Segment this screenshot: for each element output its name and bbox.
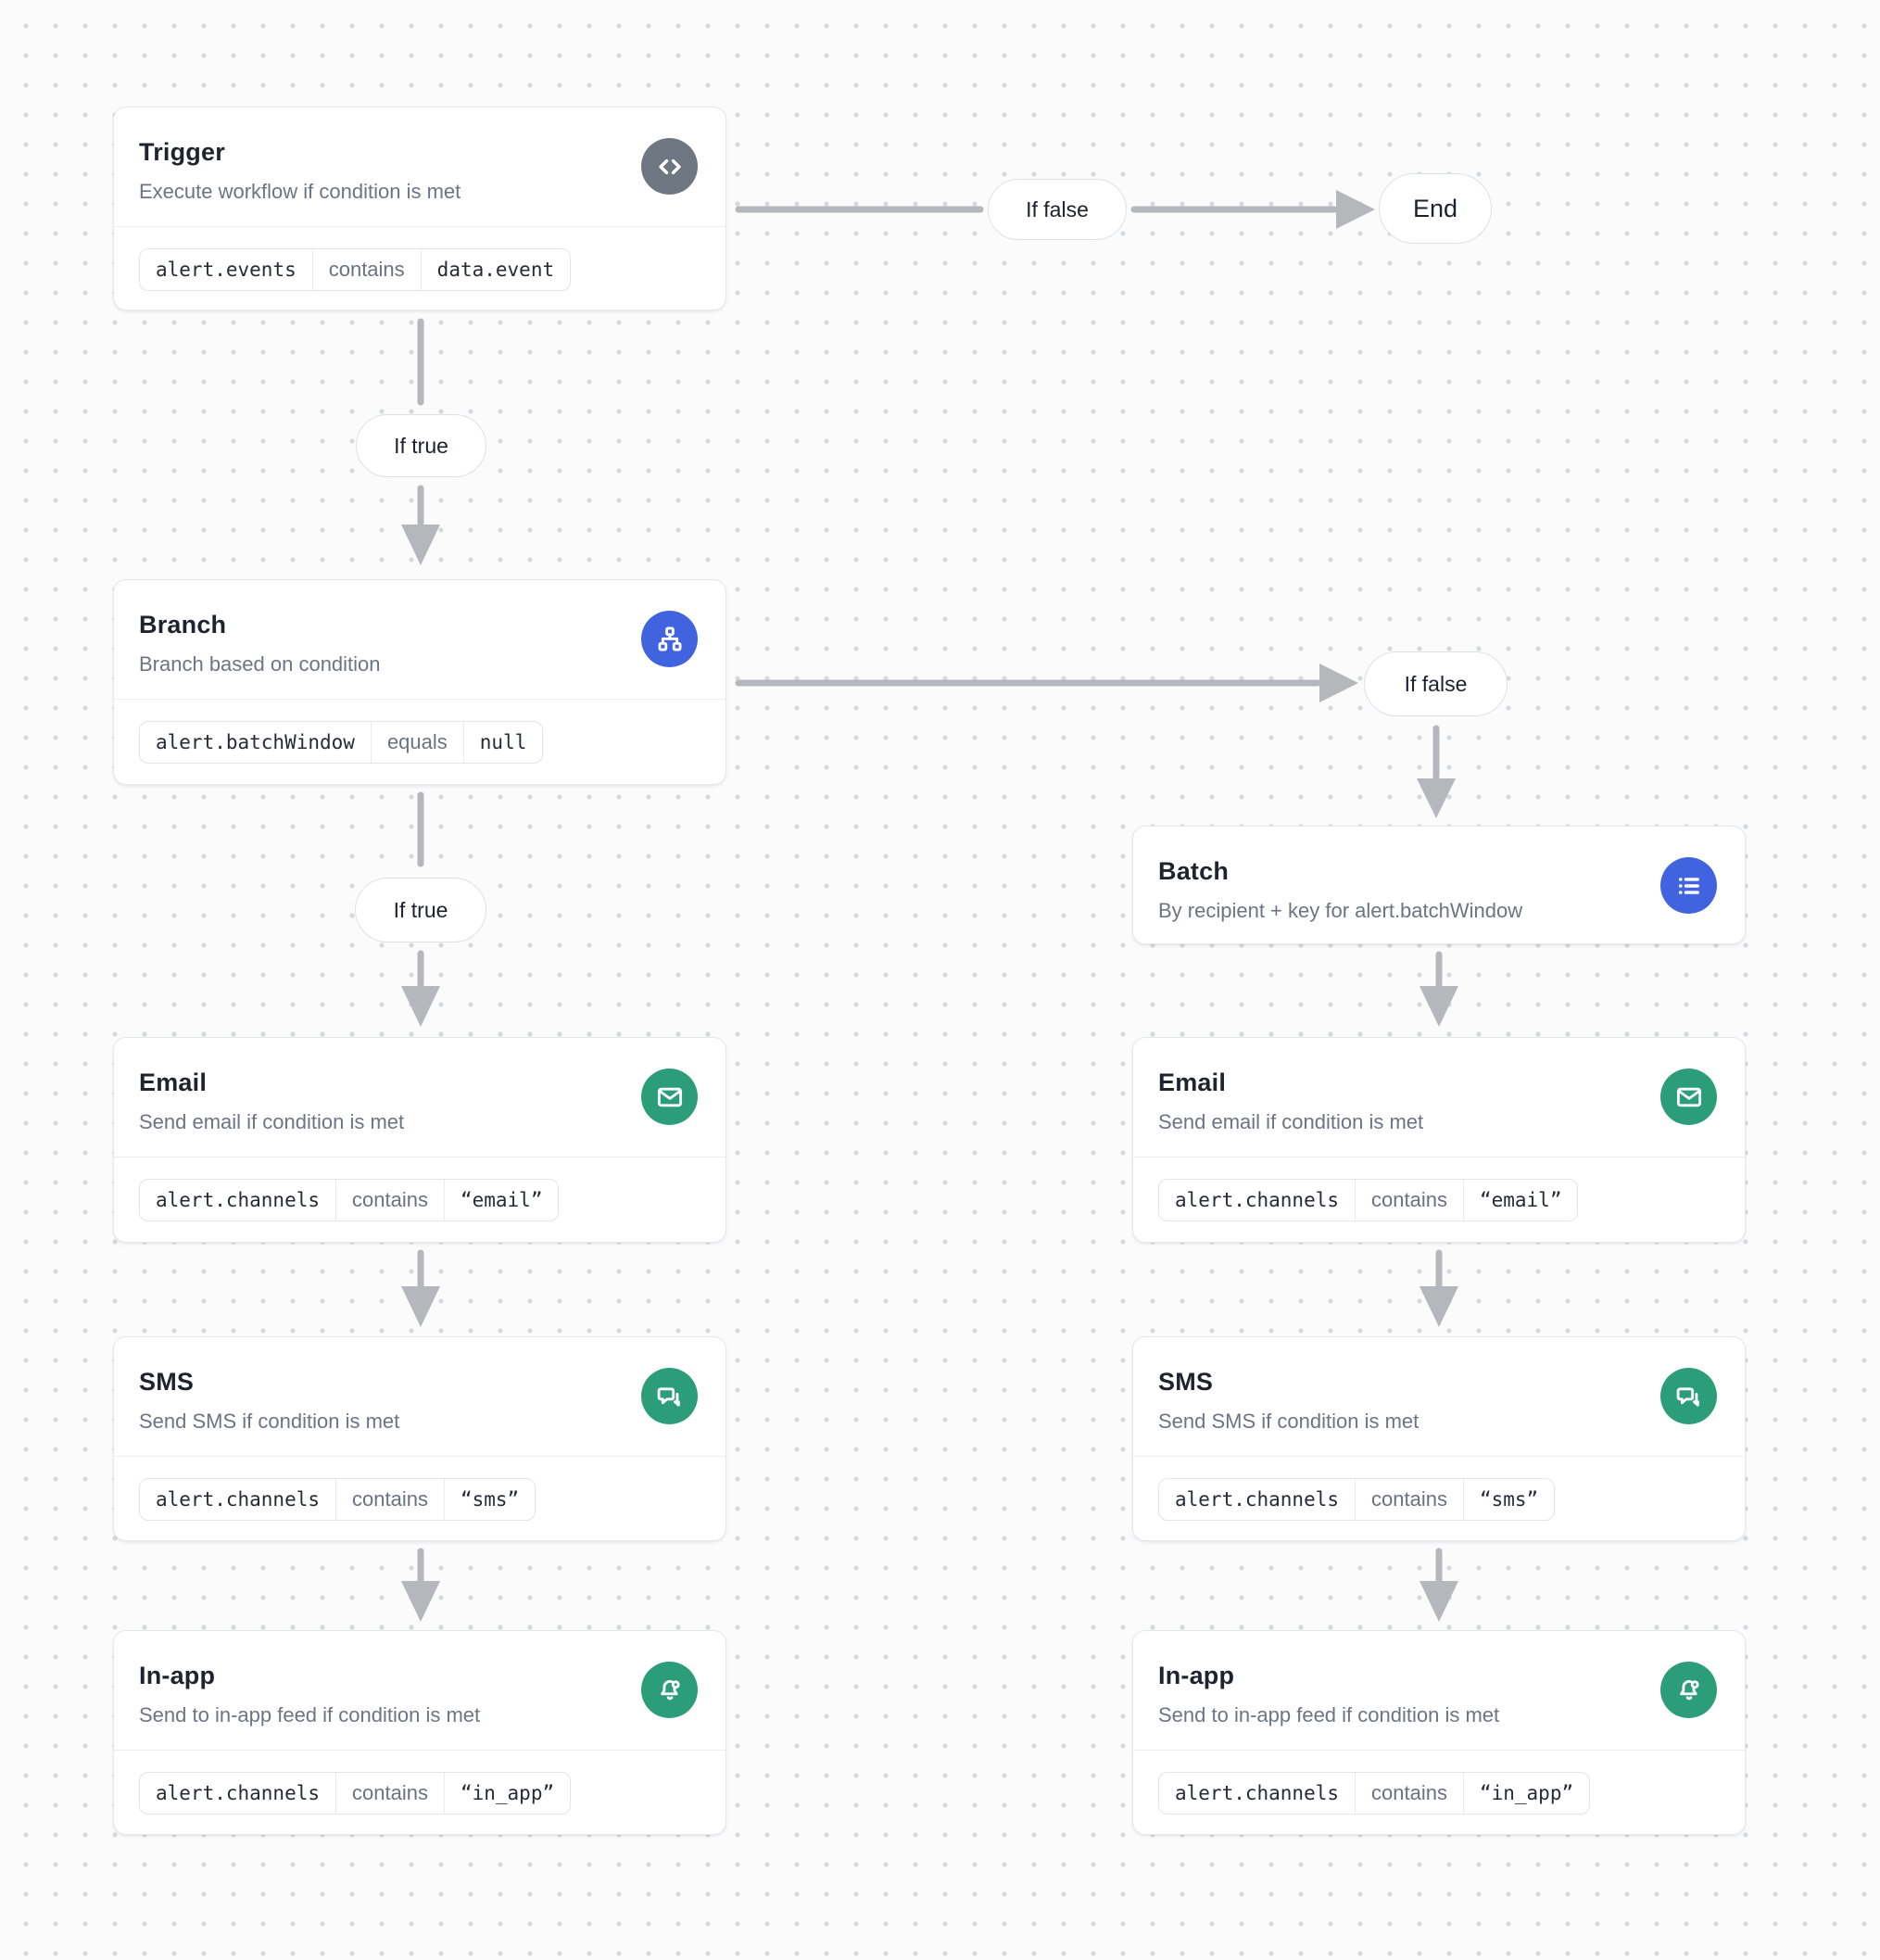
condition-field: alert.channels: [156, 1782, 321, 1804]
sms-condition-chip: alert.channels contains “sms”: [139, 1478, 536, 1521]
email-condition-chip: alert.channels contains “email”: [1158, 1179, 1579, 1221]
sms-node-left[interactable]: SMS Send SMS if condition is met alert.c…: [113, 1336, 726, 1541]
condition-value: data.event: [436, 259, 555, 281]
list-icon: [1660, 857, 1717, 914]
bell-icon: [641, 1662, 698, 1718]
edge-label-if-false-top: If false: [988, 179, 1127, 240]
condition-value: “in_app”: [460, 1782, 555, 1804]
sms-subtitle: Send SMS if condition is met: [1158, 1410, 1419, 1434]
trigger-node[interactable]: Trigger Execute workflow if condition is…: [113, 107, 726, 310]
envelope-icon: [641, 1069, 698, 1125]
condition-field: alert.events: [156, 259, 297, 281]
condition-operator: contains: [335, 1180, 445, 1220]
branch-condition-chip: alert.batchWindow equals null: [139, 721, 544, 764]
branch-subtitle: Branch based on condition: [139, 652, 381, 677]
condition-field: alert.channels: [156, 1488, 321, 1511]
email-node-right[interactable]: Email Send email if condition is met ale…: [1132, 1037, 1746, 1243]
condition-value: “in_app”: [1479, 1782, 1574, 1804]
condition-value: null: [479, 731, 527, 753]
in-app-subtitle: Send to in-app feed if condition is met: [1158, 1703, 1500, 1727]
condition-value: “email”: [1479, 1189, 1562, 1211]
end-node: End: [1379, 173, 1492, 244]
condition-field: alert.channels: [156, 1189, 321, 1211]
trigger-condition-chip: alert.events contains data.event: [139, 248, 572, 291]
trigger-subtitle: Execute workflow if condition is met: [139, 180, 461, 204]
batch-node[interactable]: Batch By recipient + key for alert.batch…: [1132, 826, 1746, 944]
in-app-title: In-app: [139, 1662, 216, 1689]
in-app-condition-chip: alert.channels contains “in_app”: [1158, 1772, 1591, 1815]
in-app-node-left[interactable]: In-app Send to in-app feed if condition …: [113, 1630, 726, 1835]
batch-subtitle: By recipient + key for alert.batchWindow: [1158, 899, 1523, 923]
condition-field: alert.channels: [1175, 1782, 1340, 1804]
sms-condition-chip: alert.channels contains “sms”: [1158, 1478, 1556, 1521]
condition-operator: contains: [1355, 1773, 1464, 1814]
condition-value: “sms”: [460, 1488, 520, 1511]
chat-bubbles-icon: [641, 1368, 698, 1424]
condition-field: alert.channels: [1175, 1488, 1340, 1511]
in-app-node-right[interactable]: In-app Send to in-app feed if condition …: [1132, 1630, 1746, 1835]
sms-subtitle: Send SMS if condition is met: [139, 1410, 400, 1434]
in-app-title: In-app: [1158, 1662, 1235, 1689]
condition-operator: contains: [335, 1479, 445, 1520]
branch-node[interactable]: Branch Branch based on condition alert.b…: [113, 579, 726, 785]
code-icon: [641, 138, 698, 195]
edge-label-if-true-top: If true: [356, 414, 486, 477]
in-app-condition-chip: alert.channels contains “in_app”: [139, 1772, 572, 1815]
condition-value: “sms”: [1479, 1488, 1539, 1511]
bell-icon: [1660, 1662, 1717, 1718]
envelope-icon: [1660, 1069, 1717, 1125]
condition-field: alert.channels: [1175, 1189, 1340, 1211]
sms-title: SMS: [139, 1368, 195, 1396]
trigger-title: Trigger: [139, 138, 225, 166]
condition-field: alert.batchWindow: [156, 731, 355, 753]
condition-operator: contains: [335, 1773, 445, 1814]
branch-title: Branch: [139, 611, 227, 639]
sms-node-right[interactable]: SMS Send SMS if condition is met alert.c…: [1132, 1336, 1746, 1541]
edge-label-if-false-branch: If false: [1364, 651, 1508, 716]
branch-icon: [641, 611, 698, 667]
condition-operator: contains: [1355, 1479, 1464, 1520]
sms-title: SMS: [1158, 1368, 1214, 1396]
email-title: Email: [1158, 1069, 1227, 1096]
email-subtitle: Send email if condition is met: [1158, 1110, 1424, 1134]
email-condition-chip: alert.channels contains “email”: [139, 1179, 560, 1221]
condition-operator: contains: [1355, 1180, 1464, 1220]
in-app-subtitle: Send to in-app feed if condition is met: [139, 1703, 481, 1727]
email-title: Email: [139, 1069, 208, 1096]
edge-label-if-true-branch: If true: [355, 878, 486, 942]
email-node-left[interactable]: Email Send email if condition is met ale…: [113, 1037, 726, 1243]
batch-title: Batch: [1158, 857, 1230, 885]
chat-bubbles-icon: [1660, 1368, 1717, 1424]
condition-operator: equals: [370, 722, 464, 763]
condition-operator: contains: [311, 249, 422, 290]
condition-value: “email”: [460, 1189, 543, 1211]
email-subtitle: Send email if condition is met: [139, 1110, 405, 1134]
